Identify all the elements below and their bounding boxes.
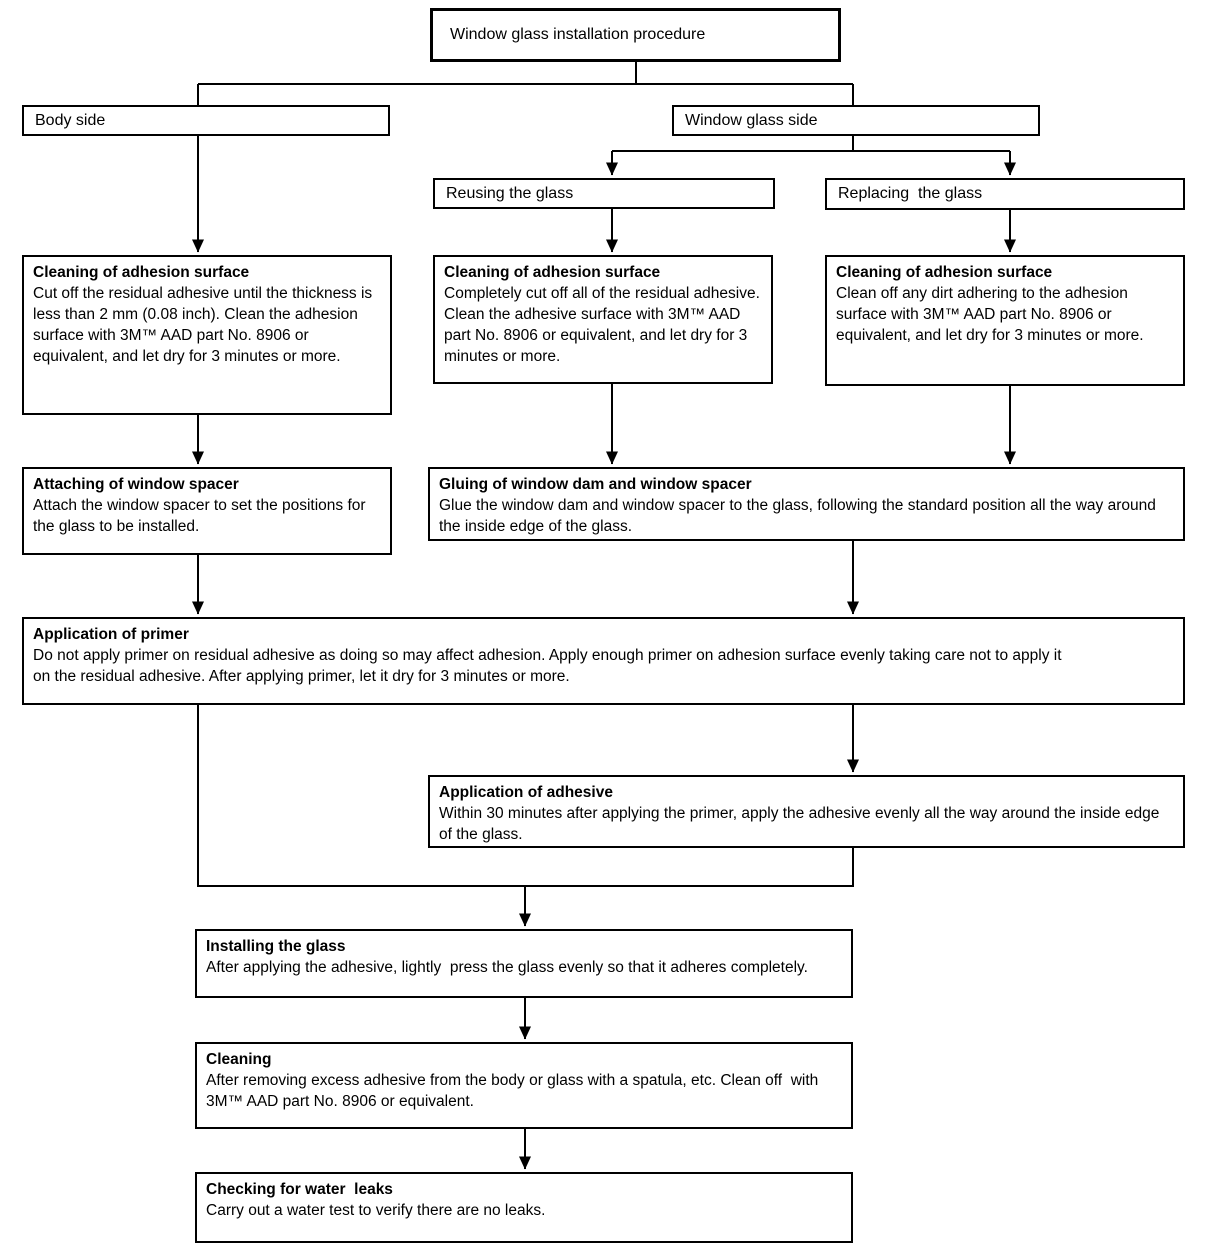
node-cleaning-replace: Cleaning of adhesion surface Clean off a… (825, 255, 1185, 386)
node-procedure-title: Window glass installation procedure (430, 8, 841, 62)
node-replacing-glass: Replacing the glass (825, 178, 1185, 210)
node-application-primer: Application of primer Do not apply prime… (22, 617, 1185, 705)
application-adhesive-title: Application of adhesive (439, 784, 613, 801)
node-cleaning-reuse: Cleaning of adhesion surface Completely … (433, 255, 773, 384)
application-adhesive-body: Within 30 minutes after applying the pri… (439, 805, 1164, 843)
node-gluing-dam-spacer: Gluing of window dam and window spacer G… (428, 467, 1185, 541)
node-window-glass-side: Window glass side (672, 105, 1040, 136)
body-side-label: Body side (35, 111, 106, 129)
edge-windowside-split (612, 136, 1010, 152)
checking-water-leaks-body: Carry out a water test to verify there a… (206, 1202, 546, 1219)
cleaning-replace-body: Clean off any dirt adhering to the adhes… (836, 285, 1144, 344)
gluing-dam-spacer-title: Gluing of window dam and window spacer (439, 476, 752, 493)
node-cleaning: Cleaning After removing excess adhesive … (195, 1042, 853, 1129)
cleaning-replace-title: Cleaning of adhesion surface (836, 264, 1053, 281)
cleaning-title: Cleaning (206, 1051, 272, 1068)
cleaning-reuse-title: Cleaning of adhesion surface (444, 264, 661, 281)
checking-water-leaks-title: Checking for water leaks (206, 1181, 393, 1198)
cleaning-body-side-title: Cleaning of adhesion surface (33, 264, 250, 281)
cleaning-reuse-body: Completely cut off all of the residual a… (444, 285, 765, 365)
application-primer-body: Do not apply primer on residual adhesive… (33, 647, 1066, 685)
node-application-adhesive: Application of adhesive Within 30 minute… (428, 775, 1185, 848)
reusing-glass-label: Reusing the glass (446, 184, 574, 202)
node-reusing-glass: Reusing the glass (433, 178, 775, 209)
application-primer-title: Application of primer (33, 626, 189, 643)
installing-glass-title: Installing the glass (206, 938, 346, 955)
window-glass-side-label: Window glass side (685, 111, 818, 129)
node-cleaning-body-side: Cleaning of adhesion surface Cut off the… (22, 255, 392, 415)
attaching-spacer-title: Attaching of window spacer (33, 476, 239, 493)
attaching-spacer-body: Attach the window spacer to set the posi… (33, 497, 370, 535)
cleaning-body-side-body: Cut off the residual adhesive until the … (33, 285, 377, 365)
node-body-side: Body side (22, 105, 390, 136)
node-attaching-spacer: Attaching of window spacer Attach the wi… (22, 467, 392, 555)
procedure-title-label: Window glass installation procedure (450, 26, 706, 43)
installing-glass-body: After applying the adhesive, lightly pre… (206, 959, 808, 976)
cleaning-body: After removing excess adhesive from the … (206, 1072, 823, 1110)
node-installing-glass: Installing the glass After applying the … (195, 929, 853, 998)
edge-title-split (197, 62, 854, 107)
node-checking-water-leaks: Checking for water leaks Carry out a wat… (195, 1172, 853, 1243)
gluing-dam-spacer-body: Glue the window dam and window spacer to… (439, 497, 1161, 535)
replacing-glass-label: Replacing the glass (838, 185, 983, 202)
